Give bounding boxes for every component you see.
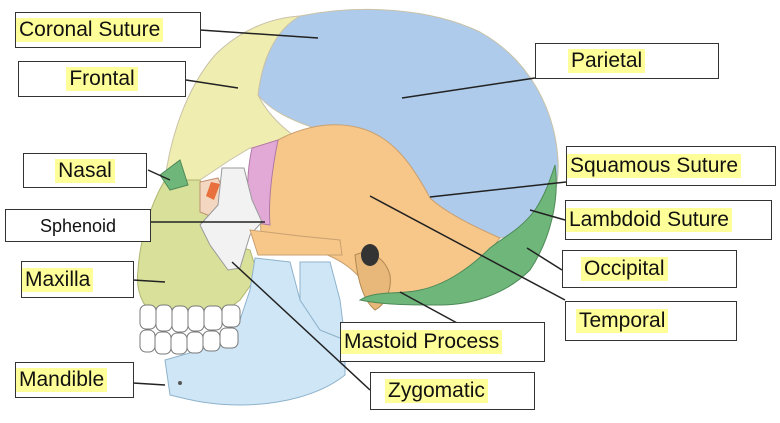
mandible-bone <box>164 257 346 406</box>
label-parietal: Parietal <box>535 43 719 79</box>
label-text: Sphenoid <box>36 213 120 238</box>
label-coronal-suture: Coronal Suture <box>15 12 201 48</box>
label-text: Mastoid Process <box>341 330 503 354</box>
leader-parietal <box>401 77 536 99</box>
label-text: Squamous Suture <box>567 154 742 178</box>
sphenoid-bone <box>247 139 279 226</box>
label-text: Maxilla <box>22 267 94 292</box>
leader-frontal <box>185 79 239 89</box>
lower-teeth <box>139 327 239 355</box>
leader-temporal <box>369 195 566 301</box>
label-text: Coronal Suture <box>16 18 164 42</box>
label-occipital: Occipital <box>562 250 737 288</box>
label-mandible: Mandible <box>15 362 134 398</box>
leader-mandible <box>132 382 166 386</box>
label-text: Nasal <box>55 158 115 183</box>
zygomatic-bone <box>199 167 263 271</box>
label-maxilla: Maxilla <box>21 261 134 298</box>
label-text: Frontal <box>66 67 138 91</box>
label-frontal: Frontal <box>18 61 186 97</box>
leader-maxilla <box>132 279 166 283</box>
upper-teeth <box>139 304 241 333</box>
leader-squamous <box>429 181 567 198</box>
label-zygomatic: Zygomatic <box>370 372 535 410</box>
leader-occipital <box>526 247 563 271</box>
label-text: Lambdoid Suture <box>566 208 732 232</box>
label-text: Parietal <box>568 49 646 73</box>
label-text: Zygomatic <box>385 379 488 403</box>
label-mastoid-process: Mastoid Process <box>340 322 545 362</box>
nasal-bone <box>159 159 189 191</box>
mental-foramen <box>178 381 182 385</box>
label-text: Temporal <box>576 309 669 333</box>
leader-zygomatic <box>231 261 371 391</box>
lacrimal-spot <box>206 182 220 200</box>
label-sphenoid: Sphenoid <box>5 209 151 242</box>
leader-nasal <box>147 169 171 181</box>
label-squamous-suture: Squamous Suture <box>566 146 776 186</box>
label-lambdoid-suture: Lambdoid Suture <box>565 200 772 240</box>
leader-coronal <box>199 29 319 39</box>
label-temporal: Temporal <box>565 301 737 341</box>
label-text: Mandible <box>16 368 108 392</box>
zygomatic-arch <box>249 229 343 256</box>
leader-lines <box>132 29 567 391</box>
ear-canal <box>361 244 379 266</box>
label-nasal: Nasal <box>23 153 147 188</box>
label-text: Occipital <box>581 257 668 281</box>
leader-lambdoid <box>529 209 566 221</box>
